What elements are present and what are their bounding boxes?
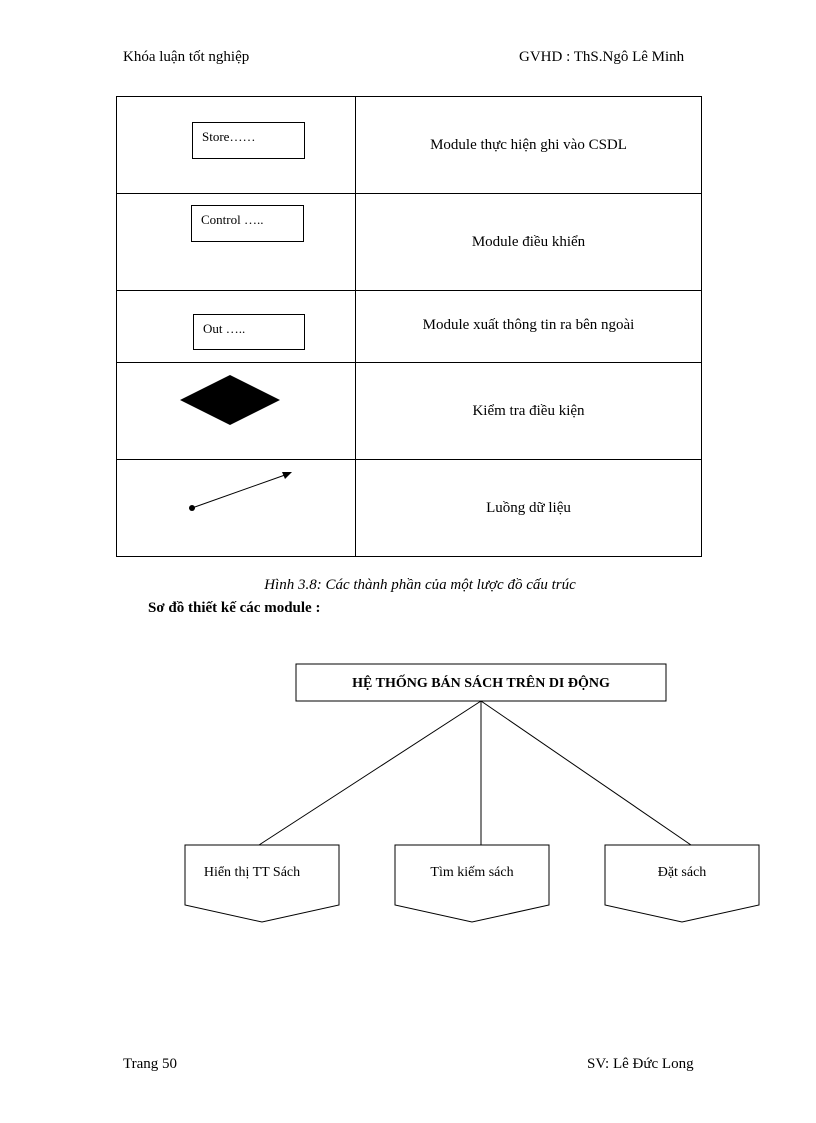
child-node-label: Tìm kiếm sách <box>430 865 513 880</box>
footer-left: Trang 50 <box>123 1056 178 1072</box>
child-node-hien-thi <box>184 844 340 923</box>
dataflow-arrow-icon <box>189 472 292 511</box>
connector-line <box>258 700 482 846</box>
legend-row-dataflow: Luồng dữ liệu <box>116 459 702 557</box>
connector-line <box>480 700 692 846</box>
child-node-tim-kiem <box>394 844 550 923</box>
legend-description: Module điều khiển <box>355 193 702 291</box>
condition-diamond-icon <box>180 375 280 425</box>
legend-row-control: Control ….. Module điều khiển <box>116 193 702 291</box>
control-module-symbol: Control ….. <box>191 205 304 242</box>
store-module-symbol: Store…… <box>192 122 305 159</box>
section-title: Sơ đồ thiết kế các module : <box>148 600 321 616</box>
legend-symbol-cell: Control ….. <box>116 193 356 291</box>
legend-symbol-cell <box>116 362 356 460</box>
figure-caption: Hình 3.8: Các thành phần của một lược đồ… <box>264 577 576 593</box>
legend-row-out: Out ….. Module xuất thông tin ra bên ngo… <box>116 290 702 363</box>
legend-row-condition: Kiểm tra điều kiện <box>116 362 702 460</box>
child-node-label: Hiển thị TT Sách <box>204 865 300 880</box>
legend-description: Luồng dữ liệu <box>355 459 702 557</box>
legend-table: Store…… Module thực hiện ghi vào CSDL Co… <box>116 96 702 557</box>
header-left: Khóa luận tốt nghiệp <box>123 49 250 65</box>
legend-symbol-cell: Out ….. <box>116 290 356 363</box>
header-right: GVHD : ThS.Ngô Lê Minh <box>519 49 685 65</box>
child-node-label: Đặt sách <box>658 865 707 880</box>
legend-description: Module xuất thông tin ra bên ngoài <box>355 290 702 363</box>
out-module-symbol: Out ….. <box>193 314 305 350</box>
root-node <box>295 663 667 702</box>
child-node-dat-sach <box>604 844 760 923</box>
footer-right: SV: Lê Đức Long <box>587 1056 694 1072</box>
legend-row-store: Store…… Module thực hiện ghi vào CSDL <box>116 96 702 194</box>
legend-symbol-cell: Store…… <box>116 96 356 194</box>
legend-description: Kiểm tra điều kiện <box>355 362 702 460</box>
legend-description: Module thực hiện ghi vào CSDL <box>355 96 702 194</box>
root-node-label: HỆ THỐNG BÁN SÁCH TRÊN DI ĐỘNG <box>352 673 610 691</box>
